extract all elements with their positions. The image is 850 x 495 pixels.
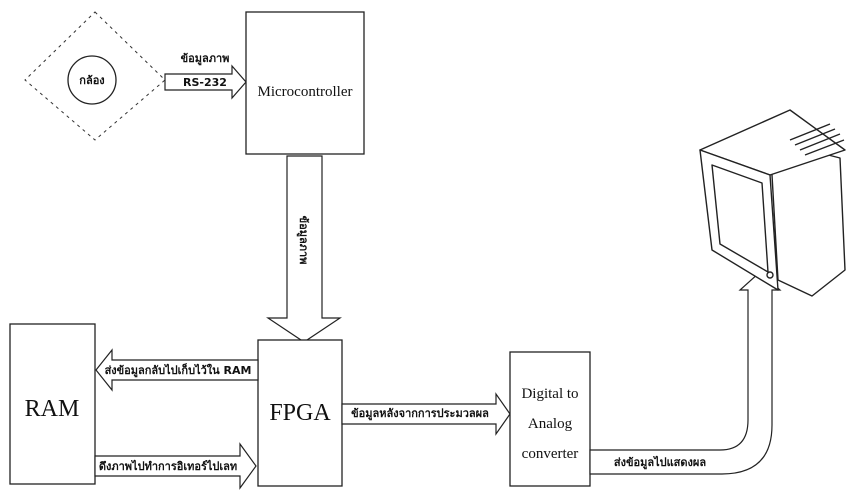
camera-to-mcu-arrow: ข้อมูลภาพ RS-232 (165, 52, 246, 98)
dac-block: Digital to Analog converter (510, 352, 590, 486)
ram-to-fpga-arrow: ดึงภาพไปทำการอิเทอร์ไปเลท (95, 444, 256, 488)
dac-label-line3: converter (522, 446, 579, 462)
camera-label: กล้อง (79, 74, 104, 87)
dac-label-line1: Digital to (521, 386, 578, 402)
microcontroller-label: Microcontroller (258, 84, 353, 100)
ram-to-fpga-label: ดึงภาพไปทำการอิเทอร์ไปเลท (99, 459, 237, 473)
monitor-icon (700, 110, 845, 296)
camera-to-mcu-label: ข้อมูลภาพ (181, 52, 230, 66)
ram-block: RAM (10, 324, 95, 484)
fpga-label: FPGA (269, 400, 331, 426)
fpga-to-ram-label: ส่งข้อมูลกลับไปเก็บไว้ใน RAM (105, 363, 252, 378)
fpga-to-ram-arrow: ส่งข้อมูลกลับไปเก็บไว้ใน RAM (96, 350, 258, 390)
microcontroller-block: Microcontroller (246, 12, 364, 154)
ram-label: RAM (25, 396, 80, 422)
fpga-to-dac-label: ข้อมูลหลังจากการประมวลผล (351, 407, 489, 421)
dac-to-monitor-arrow-shape (590, 272, 780, 474)
fpga-to-dac-arrow: ข้อมูลหลังจากการประมวลผล (342, 394, 510, 434)
mcu-to-fpga-arrow: ข้อมูลภาพ (268, 156, 340, 342)
camera-block: กล้อง (25, 12, 165, 140)
rs232-label: RS-232 (183, 76, 227, 89)
dac-to-monitor-label: ส่งข้อมูลไปแสดงผล (614, 455, 706, 470)
mcu-to-fpga-label: ข้อมูลภาพ (296, 216, 310, 265)
dac-to-monitor-arrow: ส่งข้อมูลไปแสดงผล (590, 272, 780, 474)
dac-label-line2: Analog (528, 416, 573, 432)
microcontroller-box (246, 12, 364, 154)
fpga-block: FPGA (258, 340, 342, 486)
